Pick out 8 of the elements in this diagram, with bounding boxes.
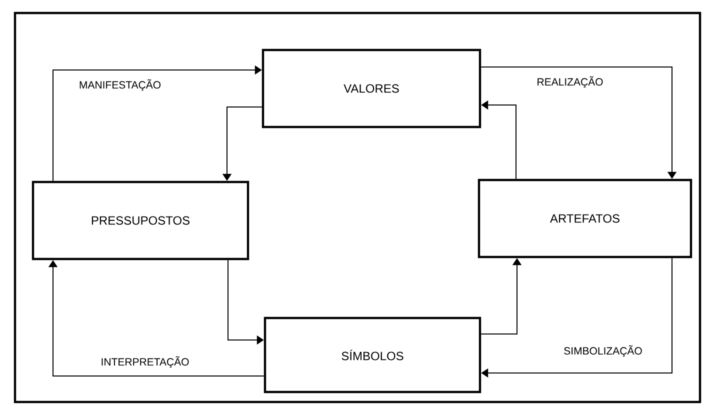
- edge-label: MANIFESTAÇÃO: [80, 79, 161, 91]
- edge-label: SIMBOLIZAÇÃO: [564, 345, 642, 357]
- concept-box: VALORES: [262, 48, 482, 128]
- concept-box: ARTEFATOS: [478, 178, 692, 258]
- concept-box: SÍMBOLOS: [264, 316, 482, 394]
- edge-label: INTERPRETAÇÃO: [102, 356, 189, 368]
- edge-label: REALIZAÇÃO: [538, 76, 603, 88]
- concept-box: PRESSUPOSTOS: [32, 180, 250, 260]
